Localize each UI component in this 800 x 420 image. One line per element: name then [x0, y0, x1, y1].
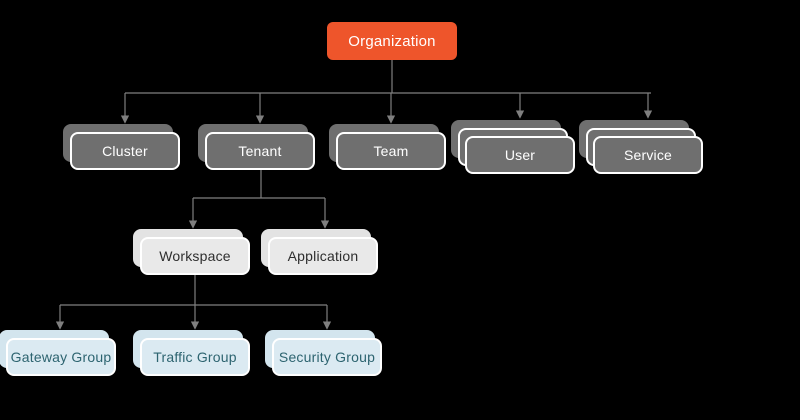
node-traffic-group: Traffic Group	[133, 330, 250, 376]
node-team: Team	[329, 124, 446, 170]
node-user: User	[451, 120, 575, 174]
node-label: User	[504, 147, 536, 163]
node-cluster: Cluster	[63, 124, 180, 170]
node-service: Service	[579, 120, 703, 174]
connector-org-children	[120, 60, 653, 124]
node-label: Team	[373, 143, 409, 159]
node-gateway-group: Gateway Group	[0, 330, 116, 376]
node-label: Cluster	[102, 143, 148, 159]
node-label: Traffic Group	[153, 349, 237, 365]
node-tenant: Tenant	[198, 124, 315, 170]
node-organization: Organization	[327, 22, 457, 60]
node-label: Tenant	[238, 143, 282, 159]
node-security-group: Security Group	[265, 330, 382, 376]
connector-workspace-children	[55, 275, 332, 330]
node-workspace: Workspace	[133, 229, 250, 275]
node-label: Application	[287, 248, 359, 264]
node-label: Workspace	[159, 248, 231, 264]
node-application: Application	[261, 229, 378, 275]
node-label: Gateway Group	[10, 349, 112, 365]
node-label: Service	[623, 147, 673, 163]
node-label: Security Group	[278, 349, 376, 365]
connector-tenant-children	[188, 170, 330, 229]
node-label: Organization	[348, 32, 436, 50]
